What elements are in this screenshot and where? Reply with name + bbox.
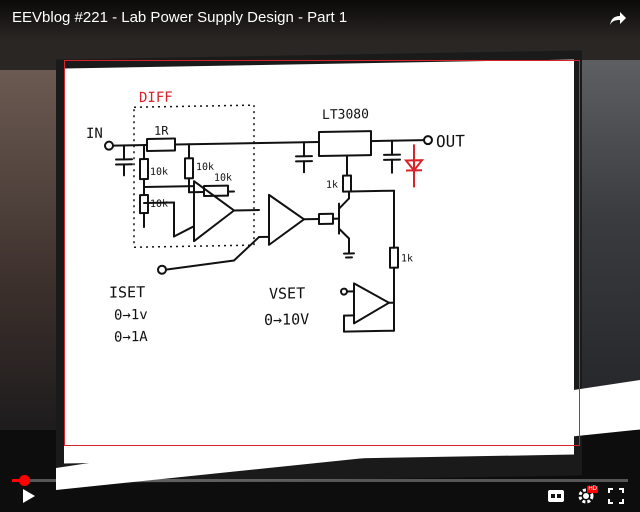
video-top-bar: EEVblog #221 - Lab Power Supply Design -…	[0, 0, 640, 40]
label-r-reg: 1k	[326, 180, 338, 191]
label-r3: 10k	[196, 162, 214, 173]
progress-played	[12, 479, 25, 482]
play-icon[interactable]	[20, 488, 36, 504]
label-r1: 10k	[150, 167, 168, 178]
captions-icon[interactable]	[546, 486, 566, 506]
schematic-drawing: DIFFIN1R10k10k10k10kLT3080OUT1k1kISET0→1…	[86, 90, 465, 346]
progress-scrubber[interactable]	[19, 475, 31, 486]
fullscreen-icon[interactable]	[606, 486, 626, 506]
progress-bar[interactable]	[12, 475, 628, 486]
label-r-sense: 1R	[154, 124, 169, 138]
video-title[interactable]: EEVblog #221 - Lab Power Supply Design -…	[12, 9, 348, 26]
label-in: IN	[86, 126, 103, 142]
label-regulator: LT3080	[322, 107, 369, 123]
label-out: OUT	[436, 131, 465, 151]
share-icon[interactable]	[608, 8, 628, 28]
label-vset-range: 0→10V	[264, 310, 309, 329]
hd-badge: HD	[587, 486, 598, 493]
label-r4: 10k	[214, 173, 232, 184]
label-vset: VSET	[269, 284, 305, 303]
label-r2: 10k	[150, 199, 168, 210]
label-iset-range2: 0→1A	[114, 329, 148, 346]
label-diff: DIFF	[139, 90, 173, 107]
label-iset: ISET	[109, 283, 145, 302]
gear-icon[interactable]	[576, 486, 596, 506]
label-r-bot: 1k	[401, 253, 413, 264]
player-controls: HD	[0, 475, 640, 512]
label-iset-range1: 0→1v	[114, 307, 148, 324]
